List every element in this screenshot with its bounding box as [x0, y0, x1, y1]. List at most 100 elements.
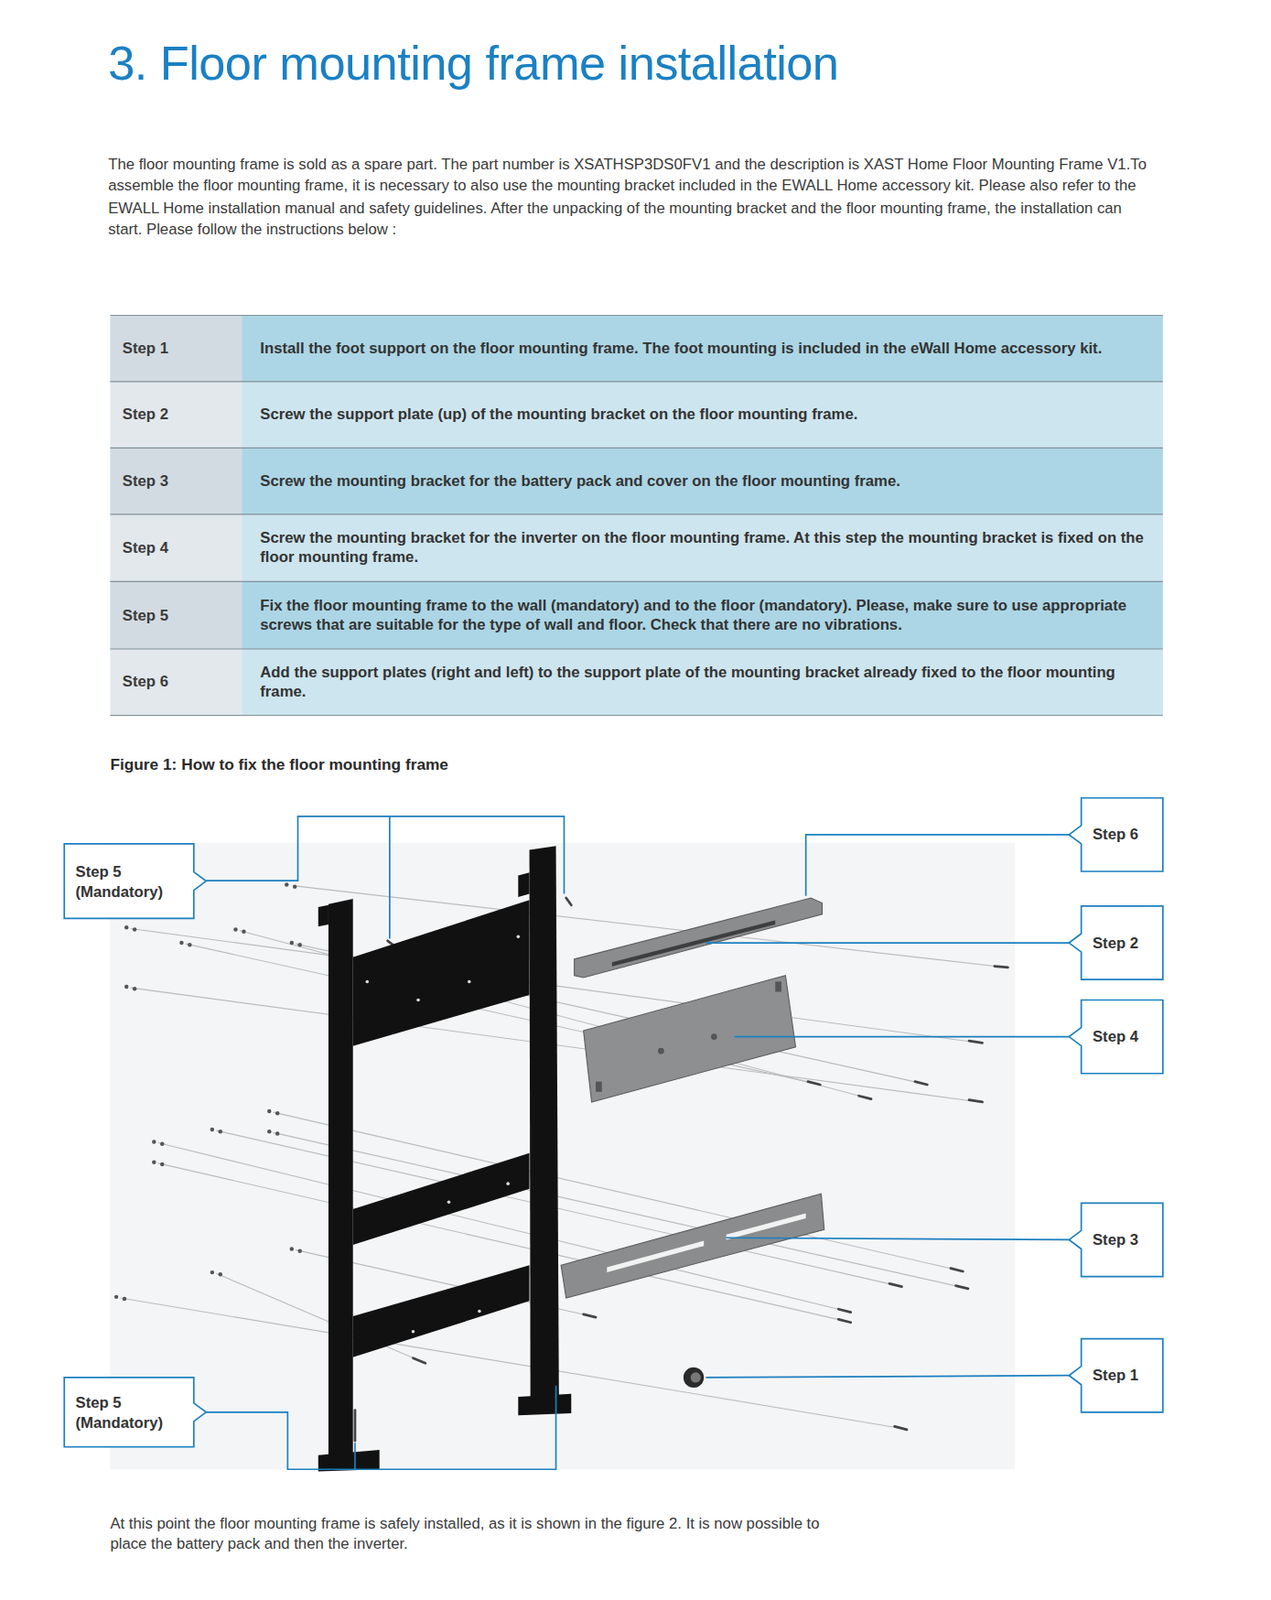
- screw-dot: [151, 1159, 156, 1164]
- screw-axis: [273, 1111, 959, 1271]
- step-label: Step 1: [1092, 1365, 1139, 1386]
- screw: [915, 1081, 927, 1085]
- table-text-cell: Add the support plates (right and left) …: [259, 648, 1158, 715]
- table-cell-bg: [241, 648, 1164, 715]
- leader-line: [806, 834, 1070, 896]
- screw-axis: [120, 1297, 904, 1429]
- hole: [411, 1329, 416, 1334]
- table-rule: [109, 714, 1163, 716]
- screw-dot: [290, 940, 294, 945]
- screw: [894, 1425, 907, 1429]
- table-rule: [109, 513, 1163, 515]
- screw: [950, 1268, 963, 1271]
- screw-dot: [151, 1139, 156, 1143]
- bracket-slot: [606, 1240, 704, 1273]
- leader-line: [388, 816, 391, 939]
- table-step-cell: Step 4: [122, 538, 169, 558]
- table-step-cell: Step 6: [122, 648, 237, 715]
- frame-holes: [366, 935, 521, 1334]
- screw-dot: [218, 1129, 223, 1133]
- callout-border: [1068, 1202, 1164, 1276]
- screw: [969, 1040, 982, 1043]
- callout-border: [1068, 1338, 1164, 1412]
- leader-lines: [205, 816, 1069, 1469]
- table-step-cell: Step 3: [122, 447, 237, 514]
- screw: [566, 897, 572, 905]
- frame-tab: [517, 872, 529, 897]
- screw-dot: [284, 882, 289, 886]
- screw-dot: [298, 1248, 302, 1252]
- screw-dot: [187, 942, 192, 947]
- table-cell-bg: [109, 381, 242, 448]
- screw-heads: [114, 882, 302, 1301]
- frame-foot: [517, 1393, 571, 1415]
- table-text-cell: Screw the mounting bracket for the inver…: [259, 528, 1158, 568]
- table-step-cell: Step 2: [122, 381, 237, 448]
- bracket-slot: [775, 980, 782, 991]
- table-cell-bg: [109, 514, 242, 582]
- screw-dot: [290, 1246, 294, 1250]
- screw-dot: [218, 1271, 223, 1276]
- screw-axis: [273, 1131, 965, 1287]
- intro-text: The floor mounting frame is sold as a sp…: [107, 152, 1154, 240]
- table-step-cell: Step 3: [122, 471, 169, 491]
- leader-line: [705, 1375, 1069, 1378]
- screw: [583, 1314, 596, 1317]
- table-cell-bg: [109, 447, 242, 514]
- table-step-cell: Step 6: [122, 672, 169, 692]
- table-rule: [109, 380, 1163, 382]
- hole: [416, 998, 421, 1002]
- table-background: [109, 314, 1163, 715]
- foot-support-core: [690, 1371, 701, 1382]
- table-rule: [109, 581, 1163, 582]
- screw-dot: [241, 929, 246, 934]
- callout-outline: [64, 843, 194, 918]
- table-cell-bg: [241, 381, 1164, 448]
- bracket-hole: [657, 1047, 665, 1055]
- callout-border: [1068, 999, 1164, 1073]
- bracket-slot: [726, 1212, 807, 1239]
- inverter-bracket: [583, 975, 797, 1102]
- table-cell-bg: [241, 514, 1164, 582]
- screw-dot: [275, 1130, 280, 1135]
- screw-dot: [275, 1110, 280, 1115]
- screw-dot: [160, 1141, 164, 1145]
- hole: [506, 1181, 510, 1185]
- table-cell-bg: [109, 581, 242, 649]
- table-step-cell: Step 5: [122, 605, 169, 625]
- leader-line: [734, 1035, 1070, 1038]
- support-plate: [574, 897, 823, 978]
- leader-line: [205, 1385, 556, 1469]
- step-callout: Step 5 (Mandatory): [64, 1377, 194, 1447]
- callout-border: [64, 1377, 206, 1447]
- closing-note: At this point the floor mounting frame i…: [109, 1512, 855, 1552]
- table-text-cell: Screw the support plate (up) of the moun…: [259, 381, 1158, 448]
- screw-dot: [210, 1270, 215, 1274]
- screw: [412, 1357, 425, 1364]
- screw-dot: [267, 1129, 271, 1133]
- screw-dot: [114, 1294, 119, 1299]
- hole: [517, 935, 521, 939]
- table-text-cell: Screw the mounting bracket for the inver…: [259, 514, 1158, 582]
- callout-border: [64, 843, 206, 918]
- leader-line: [205, 816, 564, 895]
- screw-dot: [132, 926, 137, 931]
- figure-ground: [109, 842, 1015, 1469]
- step-label: Step 4: [1092, 1026, 1139, 1047]
- table-step-cell: Step 1: [122, 314, 237, 381]
- frame-post: [328, 898, 354, 1469]
- foot-support: [683, 1367, 704, 1388]
- table-rule: [109, 314, 1163, 316]
- screw-axes: [120, 885, 1006, 1429]
- step-callout: Step 4: [1081, 999, 1164, 1073]
- hole: [447, 1199, 452, 1204]
- table-text-cell: Fix the floor mounting frame to the wall…: [259, 581, 1158, 649]
- screw: [994, 966, 1008, 968]
- step-callout: Step 5 (Mandatory): [64, 843, 194, 918]
- hole: [477, 1309, 482, 1314]
- screw-dot: [298, 942, 302, 947]
- floor-screw: [354, 1410, 357, 1441]
- table-cell-bg: [241, 581, 1164, 649]
- closing-note: At this point the floor mounting frame i…: [109, 1512, 855, 1552]
